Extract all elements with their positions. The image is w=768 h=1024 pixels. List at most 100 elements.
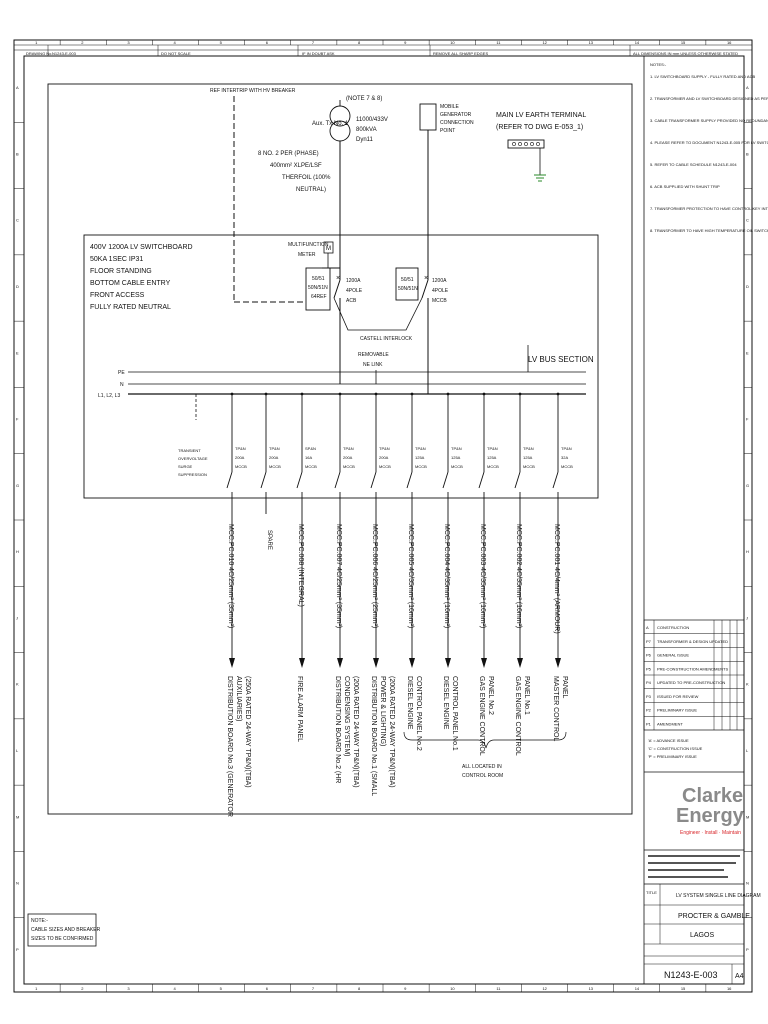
revision-desc: AMENDMENT: [657, 721, 683, 726]
grid-row-label: G: [16, 483, 19, 488]
grid-col-label: 3: [127, 40, 130, 45]
clarke-energy-logo: Clarke Energy Engineer · Install · Maint…: [644, 771, 745, 851]
grid-row-label: P: [746, 947, 749, 952]
status-legend-item: 'A' = ADVANCE ISSUE: [648, 738, 689, 743]
grid-row-label: E: [16, 350, 19, 355]
feeder-cable-label: MCC.PC.008 (INTEGRAL): [297, 524, 304, 607]
company-address-lines: [644, 855, 744, 885]
grid-col-label: 16: [727, 40, 732, 45]
feeder-protection-label: MCCB: [415, 464, 427, 469]
grid-row-label: C: [16, 218, 19, 223]
ref-intertrip-label: REF INTERTRIP WITH HV BREAKER: [210, 88, 296, 94]
grid-row-label: L: [16, 748, 19, 753]
site-name: LAGOS: [690, 932, 714, 939]
transformer-rating-3: Dyn11: [356, 137, 374, 143]
grid-row-label: E: [746, 350, 749, 355]
mobile-gen-4: POINT: [440, 128, 455, 134]
client-name: PROCTER & GAMBLE: [678, 913, 750, 920]
grid-col-label: 14: [635, 986, 640, 991]
notes-heading: NOTES:-: [650, 62, 667, 67]
bus-l: L1, L2, L3: [98, 393, 120, 399]
control-room-brace: [403, 731, 567, 749]
feeder-protection-label: MCCB: [235, 464, 247, 469]
feeder-load-label: GAS ENGINE CONTROL: [478, 676, 485, 756]
brand-tagline: Engineer · Install · Maintain: [680, 830, 741, 836]
revision-code: P4: [646, 680, 652, 685]
relay-2-line-1: 50/51: [401, 277, 414, 283]
feeder-cable-label: MCC.PC.001 4C/4mm² (ARMOUR): [553, 524, 560, 634]
grid-col-label: 8: [358, 986, 361, 991]
feeder-protection-label: 125A: [451, 455, 461, 460]
cable-spec-3: THERFOIL (100%: [282, 175, 331, 181]
feeder-load-label: CONDENSING SYSTEM): [343, 676, 350, 757]
relay-1-line-2: 50N/51N: [308, 285, 328, 291]
feeder-cable-label: MCC.PC.003 4C/35mm² (16mm²): [479, 524, 486, 628]
revision-code: P1: [646, 721, 652, 726]
cable-note-3: SIZES TO BE CONFIRMED: [31, 936, 94, 942]
note-item: 5. REFER TO CABLE SCHEDULE N1243-E-004: [650, 162, 737, 167]
revision-desc: GENERAL ISSUE: [657, 653, 689, 658]
cable-spec-2: 400mm² XLPE/LSF: [270, 163, 322, 169]
feeder-load-label: (250A RATED 24-WAY TP&N)(TBA): [244, 676, 251, 788]
grid-row-label: D: [16, 284, 19, 289]
revision-code: P2: [646, 708, 652, 713]
drawing-number: N1243-E-003: [664, 970, 718, 980]
feeder-load-label: CONTROL PANEL No.1: [451, 676, 458, 751]
revision-code: P7: [646, 639, 652, 644]
feeder-load-label: DISTRIBUTION BOARD No.1 (SMALL: [370, 676, 377, 796]
note-item: 4. PLEASE REFER TO DOCUMENT N1243-E-005 …: [650, 140, 768, 145]
acb-2-line-1: 1200A: [432, 278, 447, 284]
grid-row-label: F: [746, 417, 749, 422]
feeder-protection-label: MCCB: [561, 464, 573, 469]
grid-col-label: 12: [542, 40, 547, 45]
feeder-protection-label: MCCB: [305, 464, 317, 469]
feeder-load-label: MASTER CONTROL: [552, 676, 559, 741]
revision-code: A: [646, 625, 649, 630]
drawing-area: [23, 55, 645, 985]
note-item: 8. TRANSFORMER TO HAVE HIGH TEMPERATURE …: [650, 228, 768, 233]
mobile-gen-2: GENERATOR: [440, 112, 472, 118]
acb-2-line-2: 4POLE: [432, 288, 449, 294]
cable-note-box: [27, 913, 97, 947]
revision-desc: UPDATED TO PRE-CONSTRUCTION: [657, 680, 725, 685]
grid-row-label: K: [16, 682, 19, 687]
feeder-load-label: (200A RATED 24-WAY TP&N)(TBA): [388, 676, 395, 788]
feeder-protection-label: TP&N: [415, 446, 426, 451]
meter-box: [323, 241, 334, 254]
feeder-protection-label: TRANSIENT: [178, 448, 201, 453]
switchboard-desc-line: FULLY RATED NEUTRAL: [90, 304, 171, 311]
acb-1-line-3: ACB: [346, 298, 357, 304]
grid-row-label: B: [746, 151, 749, 156]
relay-1-line-1: 50/51: [312, 276, 325, 282]
switchboard-desc-line: 400V 1200A LV SWITCHBOARD: [90, 244, 193, 251]
feeder-load-label: PANEL No.1: [523, 676, 530, 715]
grid-row-label: M: [16, 814, 19, 819]
grid-col-label: 11: [496, 40, 501, 45]
grid-col-label: 9: [404, 40, 407, 45]
grid-row-label: G: [746, 483, 749, 488]
feeder-protection-label: SURGE: [178, 464, 193, 469]
grid-row-label: J: [746, 615, 748, 620]
feeder-protection-label: 125A: [487, 455, 497, 460]
protection-relay-2: [395, 267, 419, 301]
grid-col-label: 11: [496, 986, 501, 991]
feeder-load-label: GAS ENGINE CONTROL: [514, 676, 521, 756]
grid-row-label: J: [16, 615, 18, 620]
brand-name-2: Energy: [676, 805, 745, 827]
drawing-no-label: DRAWING No.: [26, 51, 53, 56]
remove-sharp-edges: REMOVE ALL SHARP EDGES: [433, 51, 488, 56]
control-room-1: ALL LOCATED IN: [462, 764, 502, 770]
lv-bus-section: LV BUS SECTION: [528, 355, 594, 364]
relay-1-line-3: 64REF: [311, 294, 327, 300]
incomer-acb-2: ×: [421, 268, 429, 394]
status-legend-item: 'P' = PRELIMINARY ISSUE: [648, 754, 697, 759]
feeder-protection-label: TP&N: [561, 446, 572, 451]
feeder-protection-label: TP&N: [451, 446, 462, 451]
feeder-protection-label: MCCB: [523, 464, 535, 469]
grid-row-label: M: [746, 814, 749, 819]
